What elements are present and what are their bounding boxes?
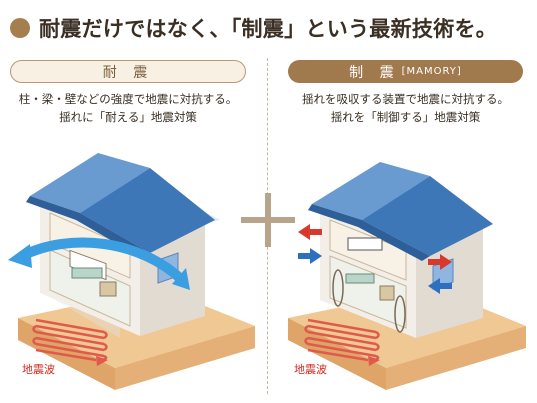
desc-seishin-line1: 揺れを吸収する装置で地震に対抗する。 bbox=[302, 92, 509, 106]
seismic-wave-icon bbox=[32, 318, 108, 366]
push-arrow-icon bbox=[298, 224, 452, 294]
seismic-wave-icon bbox=[304, 318, 380, 366]
pill-taishin-label: 耐 震 bbox=[102, 64, 154, 81]
pill-seishin-label: 制 震 bbox=[349, 64, 400, 81]
bullet-dot-icon bbox=[10, 18, 30, 38]
wave-label-left: 地震波 bbox=[22, 363, 55, 376]
desc-seishin-line2: 揺れを「制御する」地震対策 bbox=[330, 110, 481, 124]
desc-taishin: 柱・梁・壁などの強度で地震に対抗する。 揺れに「耐える」地震対策 bbox=[10, 90, 246, 126]
sway-arrow-icon bbox=[8, 237, 190, 290]
desc-taishin-line2: 揺れに「耐える」地震対策 bbox=[59, 110, 197, 124]
headline-text: 耐震だけではなく、「制震」という最新技術を。 bbox=[39, 17, 498, 41]
wave-label-right: 地震波 bbox=[294, 363, 327, 376]
desc-taishin-line1: 柱・梁・壁などの強度で地震に対抗する。 bbox=[18, 92, 238, 106]
pill-seishin: 制 震 [MAMORY] bbox=[288, 60, 523, 83]
seishin-house-illustration bbox=[288, 162, 526, 390]
damper-icon bbox=[332, 269, 406, 333]
plus-icon bbox=[241, 193, 295, 247]
headline: 耐震だけではなく、「制震」という最新技術を。 bbox=[10, 12, 497, 44]
desc-seishin: 揺れを吸収する装置で地震に対抗する。 揺れを「制御する」地震対策 bbox=[288, 90, 523, 126]
taishin-house-illustration bbox=[8, 153, 255, 390]
pill-seishin-sub: [MAMORY] bbox=[401, 66, 462, 77]
pill-taishin: 耐 震 bbox=[10, 60, 246, 83]
